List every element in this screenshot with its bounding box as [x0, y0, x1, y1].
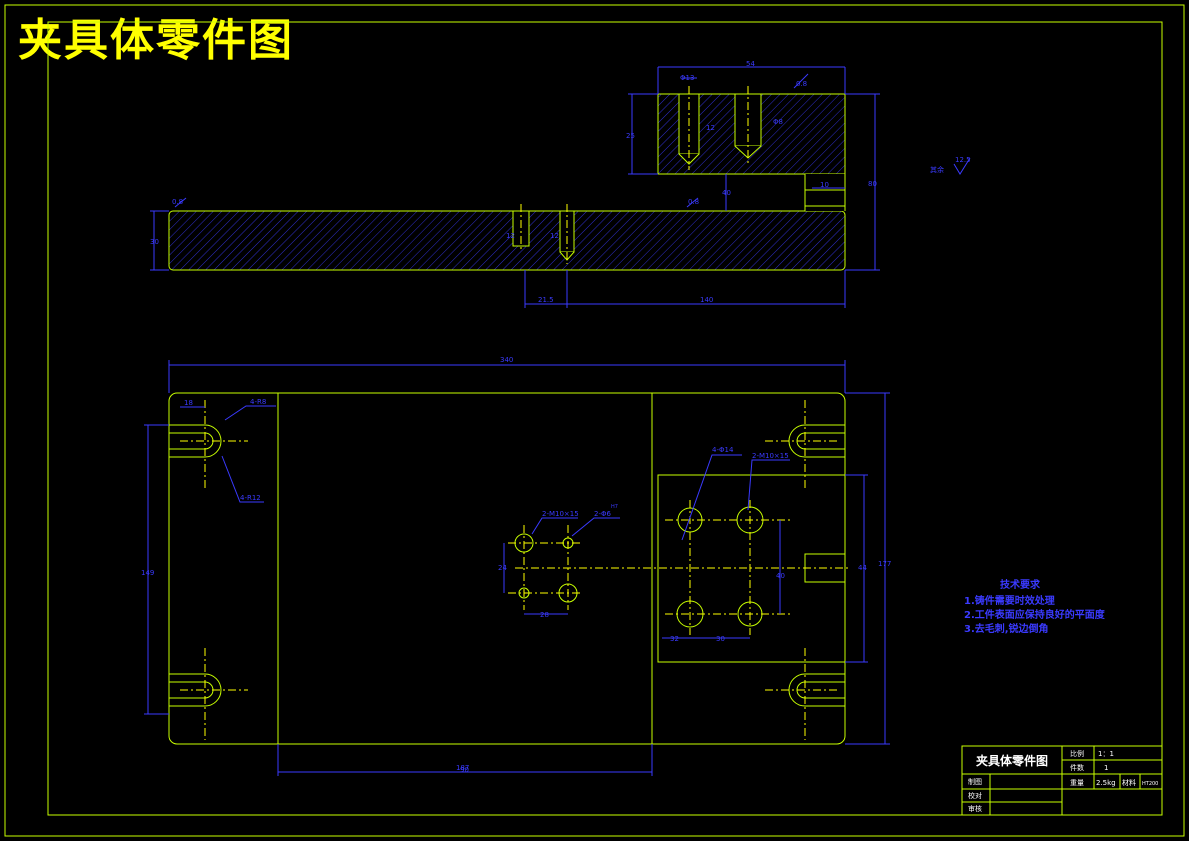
- weight-value: 2.5kg: [1096, 779, 1116, 787]
- roughness-top: 0.8: [796, 80, 807, 88]
- dim-gap-10: 10: [820, 181, 829, 189]
- dim-pin-holes: 2-Φ6: [594, 510, 611, 518]
- dim-width-top: 54: [746, 60, 755, 68]
- tech-item-1: 1.铸件需要时效处理: [964, 594, 1055, 607]
- title-block-name: 夹具体零件图: [976, 753, 1048, 768]
- roughness-mid: 0.8: [688, 198, 699, 206]
- tech-item-2: 2.工件表面应保持良好的平面度: [964, 608, 1106, 621]
- roughness-rest-label: 其余: [930, 165, 944, 174]
- weight-label: 重量: [1070, 779, 1084, 787]
- dim-inner-2: 12: [550, 232, 559, 240]
- outer-frame: [4, 4, 1185, 837]
- dim-hole-d: 12: [506, 232, 515, 240]
- dim-total-h: 80: [868, 180, 877, 188]
- dim-slot-r-bottom: 4-R12: [240, 494, 261, 502]
- dim-28: 28: [540, 611, 549, 619]
- dim-pin-fit: H7: [611, 504, 618, 510]
- scale-label: 比例: [1070, 749, 1084, 758]
- tech-requirements: 技术要求 1.铸件需要时效处理 2.工件表面应保持良好的平面度 3.去毛刺,锐边…: [964, 578, 1106, 635]
- dim-inner-1: 12: [706, 124, 715, 132]
- tech-title: 技术要求: [1000, 578, 1041, 591]
- dim-step-40: 40: [722, 189, 731, 197]
- title-block: 夹具体零件图 比例 1：1 件数 1 重量 2.5kg 材料 HT200 制图 …: [961, 745, 1163, 816]
- count-value: 1: [1104, 764, 1108, 772]
- dim-slot-d2: Φ8: [773, 118, 783, 126]
- dim-pos-b: 140: [700, 296, 713, 304]
- approve-label: 审核: [968, 804, 982, 813]
- roughness-rest-value: 12.5: [955, 156, 971, 164]
- dim-right-height: 177: [878, 560, 891, 568]
- dim-slot-r-top: 4-R8: [250, 398, 266, 406]
- dim-44: 44: [858, 564, 867, 572]
- section-view: 54 Φ13 Φ8 0.8 0.8 0.8 25 12 12 40 10 80 …: [150, 60, 880, 308]
- dim-30: 30: [716, 635, 725, 643]
- dim-left-height: 149: [141, 569, 154, 577]
- drawn-label: 制图: [968, 777, 982, 786]
- dim-pos-a: 21.5: [538, 296, 554, 304]
- dim-tapped-2: 2-M10×15: [542, 510, 579, 518]
- roughness-note: 其余 12.5: [930, 156, 971, 175]
- tech-item-3: 3.去毛刺,锐边倒角: [964, 622, 1049, 635]
- roughness-left: 0.8: [172, 198, 183, 206]
- dim-32: 32: [670, 635, 679, 643]
- dim-tapped-center: 2-M10×15: [752, 452, 789, 460]
- u-slot-bottom-left: [169, 673, 222, 707]
- plan-view: 340 18 4-R8 4-R12 149 4-Φ14 2-M10×15 2-M…: [141, 356, 891, 776]
- roughness-symbol-icon: [953, 157, 971, 175]
- material-value: HT200: [1142, 781, 1158, 787]
- dim-left-top: 18: [184, 399, 193, 407]
- count-label: 件数: [1070, 763, 1084, 772]
- inner-frame: [47, 21, 1163, 816]
- dim-holes-4: 4-Φ14: [712, 446, 734, 454]
- dim-plate-h: 30: [150, 238, 159, 246]
- check-label: 校对: [968, 791, 982, 800]
- drawing-title: 夹具体零件图: [18, 15, 294, 66]
- dim-bottom-width: 187: [456, 764, 469, 772]
- dim-24: 24: [498, 564, 507, 572]
- base-plate-section: [168, 210, 846, 271]
- material-label: 材料: [1122, 778, 1136, 787]
- scale-value: 1：1: [1098, 750, 1114, 758]
- dim-overall-width: 340: [500, 356, 513, 364]
- dim-slot-d1: Φ13: [680, 74, 694, 82]
- u-slot-top-left: [169, 424, 222, 458]
- dim-40: 40: [776, 572, 785, 580]
- dim-90: 90: [460, 766, 469, 774]
- dim-upper-height: 25: [626, 132, 635, 140]
